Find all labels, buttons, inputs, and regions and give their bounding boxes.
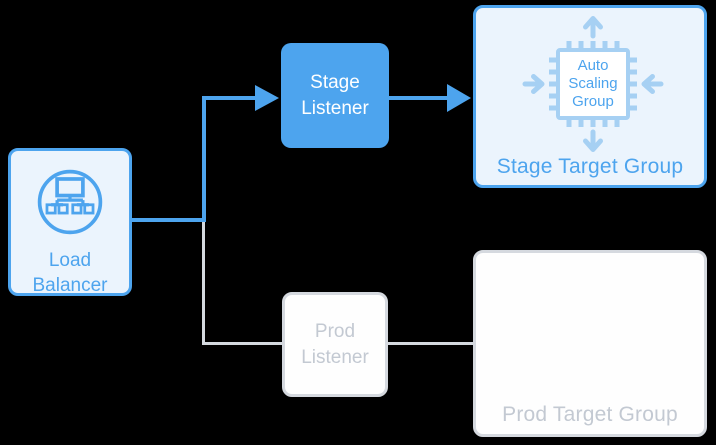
load-balancer-network-icon [35, 167, 105, 242]
node-load-balancer: Load Balancer [8, 148, 132, 296]
node-stage-listener: Stage Listener [281, 43, 389, 148]
auto-scaling-group-chip-icon [521, 14, 665, 163]
node-prod-target-group: Prod Target Group [473, 250, 707, 437]
stage-target-group-label: Stage Target Group [496, 155, 684, 178]
prod-listener-label: Prod Listener [301, 320, 369, 368]
node-stage-target-group: Auto Scaling Group Stage Target Group [473, 5, 707, 188]
stage-listener-label: Stage Listener [301, 71, 369, 119]
connector-stage-listener-to-target-group [389, 96, 449, 100]
node-prod-listener: Prod Listener [282, 292, 388, 397]
prod-target-group-label: Prod Target Group [502, 403, 678, 426]
arrowhead-into-stage-listener [255, 85, 279, 111]
auto-scaling-group-label: Auto Scaling Group [568, 57, 618, 110]
connector-lb-branch [132, 218, 206, 222]
connector-prod-listener-to-target-group [388, 342, 473, 345]
arrowhead-into-stage-target-group [447, 84, 471, 112]
load-balancer-label: Load Balancer [32, 250, 108, 296]
connector-to-stage-listener [202, 96, 256, 100]
connector-to-prod-listener [202, 342, 283, 345]
connector-branch-to-prod-vertical [202, 222, 205, 343]
connector-branch-to-stage-vertical [202, 96, 206, 222]
